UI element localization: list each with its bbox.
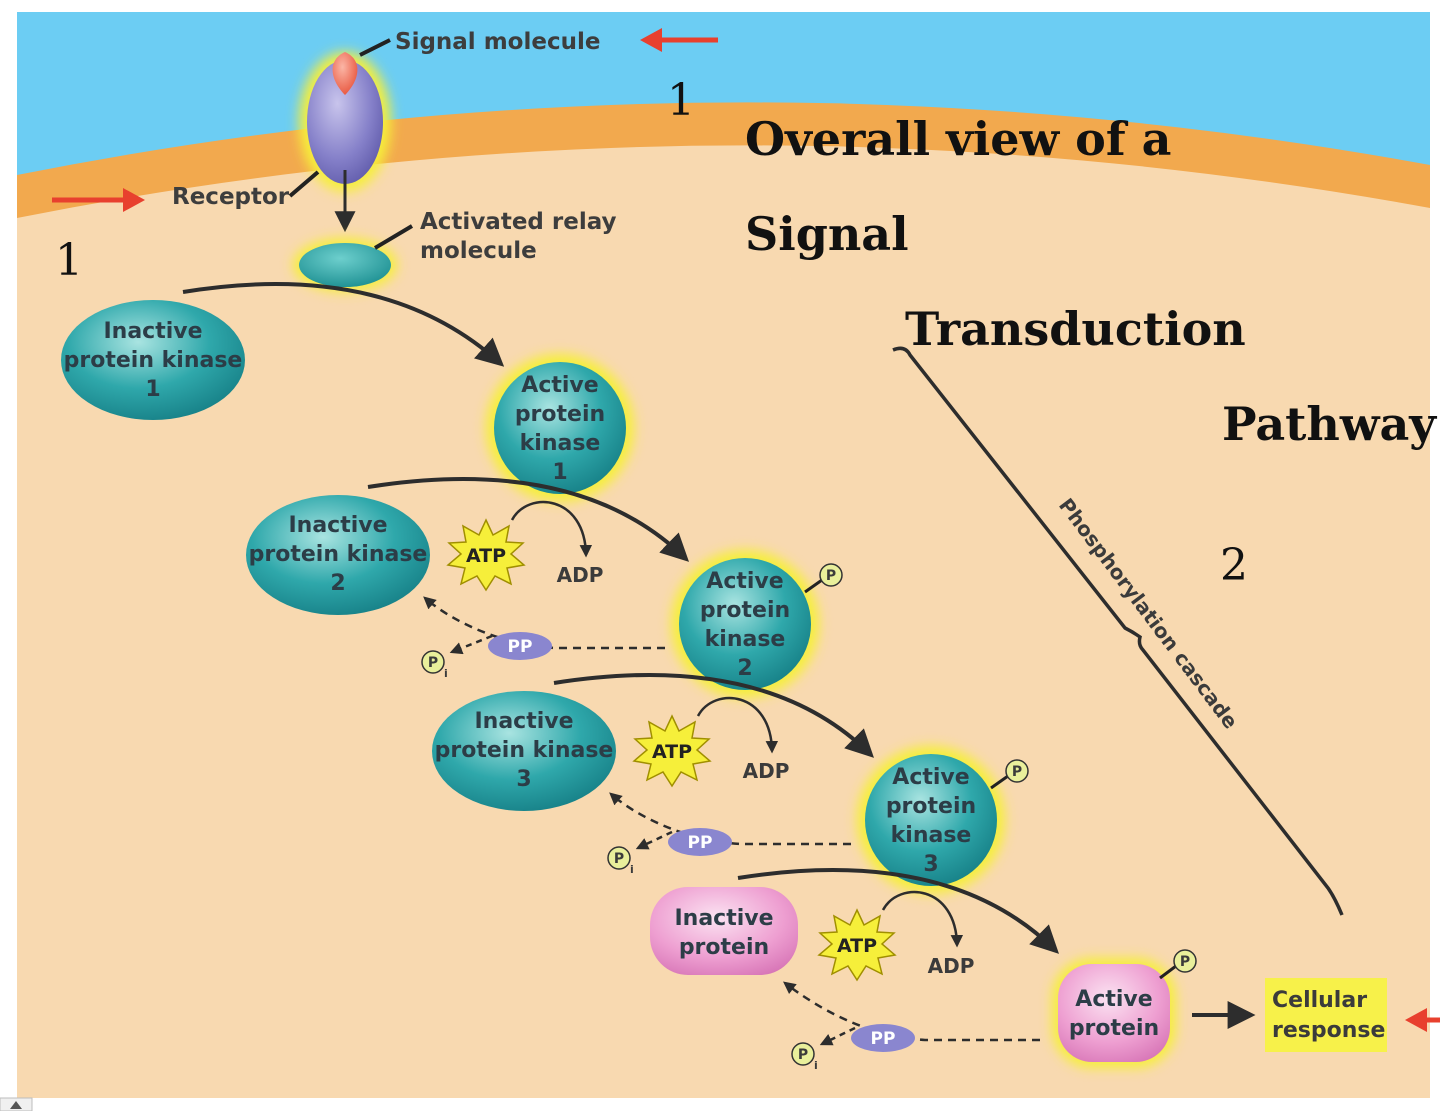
title-line-4: Pathway <box>1222 397 1437 451</box>
phosphatase-icon <box>851 1024 915 1052</box>
relay-molecule-icon <box>299 243 391 287</box>
inactive-kinase-3-line-3: 3 <box>516 767 531 792</box>
active-protein <box>1058 964 1170 1062</box>
phosphate-icon <box>1005 759 1029 783</box>
phosphate-icon <box>819 563 843 587</box>
cellular-response-line-2: response <box>1272 1018 1385 1043</box>
activation-arrow-1 <box>182 282 505 367</box>
atp-to-adp-arrow-1 <box>510 500 593 558</box>
receptor-label: Receptor <box>172 184 290 210</box>
adp-label-3: ADP <box>928 954 975 978</box>
phosphatase-icon <box>668 828 732 856</box>
active-kinase-2-line-2: protein <box>700 598 790 623</box>
red-arrow-icon <box>640 28 718 52</box>
atp-label-2: ATP <box>652 741 692 763</box>
inactive-kinase-2-line-2: protein kinase <box>249 542 428 567</box>
cellular-response-line-1: Cellular <box>1272 988 1367 1013</box>
adp-label-1: ADP <box>557 563 604 587</box>
step-number-1-left: 1 <box>55 235 83 286</box>
active-protein-line-2: protein <box>1069 1016 1159 1041</box>
phosphatase-icon <box>488 632 552 660</box>
adp-label-2: ADP <box>743 759 790 783</box>
atp-to-adp-arrow-2 <box>696 696 779 754</box>
active-kinase-1 <box>494 362 626 494</box>
step-number-1-top: 1 <box>667 75 695 126</box>
inactive-kinase-3-line-1: Inactive <box>474 709 573 734</box>
phosphate-icon <box>1173 949 1197 973</box>
cellular-response-box <box>1265 978 1387 1052</box>
atp-to-adp-arrow-3 <box>881 890 964 948</box>
atp-label-1: ATP <box>466 545 506 567</box>
phosphate-label: P <box>798 1047 808 1063</box>
inactive-kinase-1-line-1: Inactive <box>103 319 202 344</box>
pp-label-3: PP <box>871 1029 896 1049</box>
pp-label-2: PP <box>688 833 713 853</box>
relay-label-line-1: Activated relay <box>420 209 617 235</box>
receptor-icon <box>307 60 383 184</box>
atp-label-3: ATP <box>837 935 877 957</box>
inactive-protein <box>650 887 798 975</box>
active-kinase-3-line-4: 3 <box>923 852 938 877</box>
inactive-kinase-1 <box>61 300 245 420</box>
inactive-protein-line-2: protein <box>679 935 769 960</box>
phosphate-icon <box>607 846 631 870</box>
active-kinase-3-line-2: protein <box>886 794 976 819</box>
active-kinase-2 <box>679 558 811 690</box>
phosphate-icon <box>421 650 445 674</box>
active-kinase-1-line-4: 1 <box>552 460 567 485</box>
atp-burst-icon <box>817 908 897 982</box>
phosphate-label: P <box>428 655 438 671</box>
pi-subscript: i <box>444 667 448 680</box>
phosphate-label: P <box>614 851 624 867</box>
inactive-kinase-1-line-2: protein kinase <box>64 348 243 373</box>
signal-molecule-icon <box>332 52 358 95</box>
cascade-bracket <box>892 346 1344 916</box>
phosphate-icon <box>791 1042 815 1066</box>
inactive-kinase-2-line-3: 2 <box>330 571 345 596</box>
active-kinase-1-line-3: kinase <box>520 431 601 456</box>
activation-arrow-3 <box>553 673 874 758</box>
title-line-3: Transduction <box>905 302 1246 356</box>
pi-subscript: i <box>814 1059 818 1072</box>
atp-burst-icon <box>632 714 712 788</box>
atp-burst-icon <box>446 518 526 592</box>
inactive-kinase-3-line-2: protein kinase <box>435 738 614 763</box>
pp-label-1: PP <box>508 637 533 657</box>
inactive-protein-line-1: Inactive <box>674 906 773 931</box>
phosphate-label: P <box>1180 954 1190 970</box>
signal-molecule-label: Signal molecule <box>395 29 600 55</box>
step-number-2: 2 <box>1220 540 1248 591</box>
caret-up-icon <box>10 1101 22 1109</box>
active-kinase-1-line-1: Active <box>521 373 598 398</box>
title-line-1: Overall view of a <box>745 112 1171 166</box>
active-kinase-2-line-4: 2 <box>737 656 752 681</box>
inactive-kinase-2-line-1: Inactive <box>288 513 387 538</box>
active-kinase-3-line-3: kinase <box>891 823 972 848</box>
active-kinase-1-line-2: protein <box>515 402 605 427</box>
active-kinase-2-line-1: Active <box>706 569 783 594</box>
phosphate-label: P <box>1012 764 1022 780</box>
dephosphorylation-arrow-4 <box>783 981 1040 1042</box>
active-kinase-2-line-3: kinase <box>705 627 786 652</box>
activation-arrow-4 <box>737 868 1059 954</box>
inactive-kinase-1-line-3: 1 <box>145 377 160 402</box>
relay-label-line-2: molecule <box>420 238 537 264</box>
inactive-kinase-2 <box>246 495 430 615</box>
active-kinase-3 <box>865 754 997 886</box>
inactive-kinase-3 <box>432 691 616 811</box>
phosphate-label: P <box>826 568 836 584</box>
title-line-2: Signal <box>745 207 909 261</box>
active-kinase-3-line-1: Active <box>892 765 969 790</box>
red-arrow-icon <box>52 188 145 212</box>
activation-arrow-2 <box>367 477 690 562</box>
red-arrow-icon <box>1405 1008 1440 1032</box>
active-protein-line-1: Active <box>1075 987 1152 1012</box>
dephosphorylation-arrow-3 <box>609 792 851 846</box>
pi-subscript: i <box>630 863 634 876</box>
